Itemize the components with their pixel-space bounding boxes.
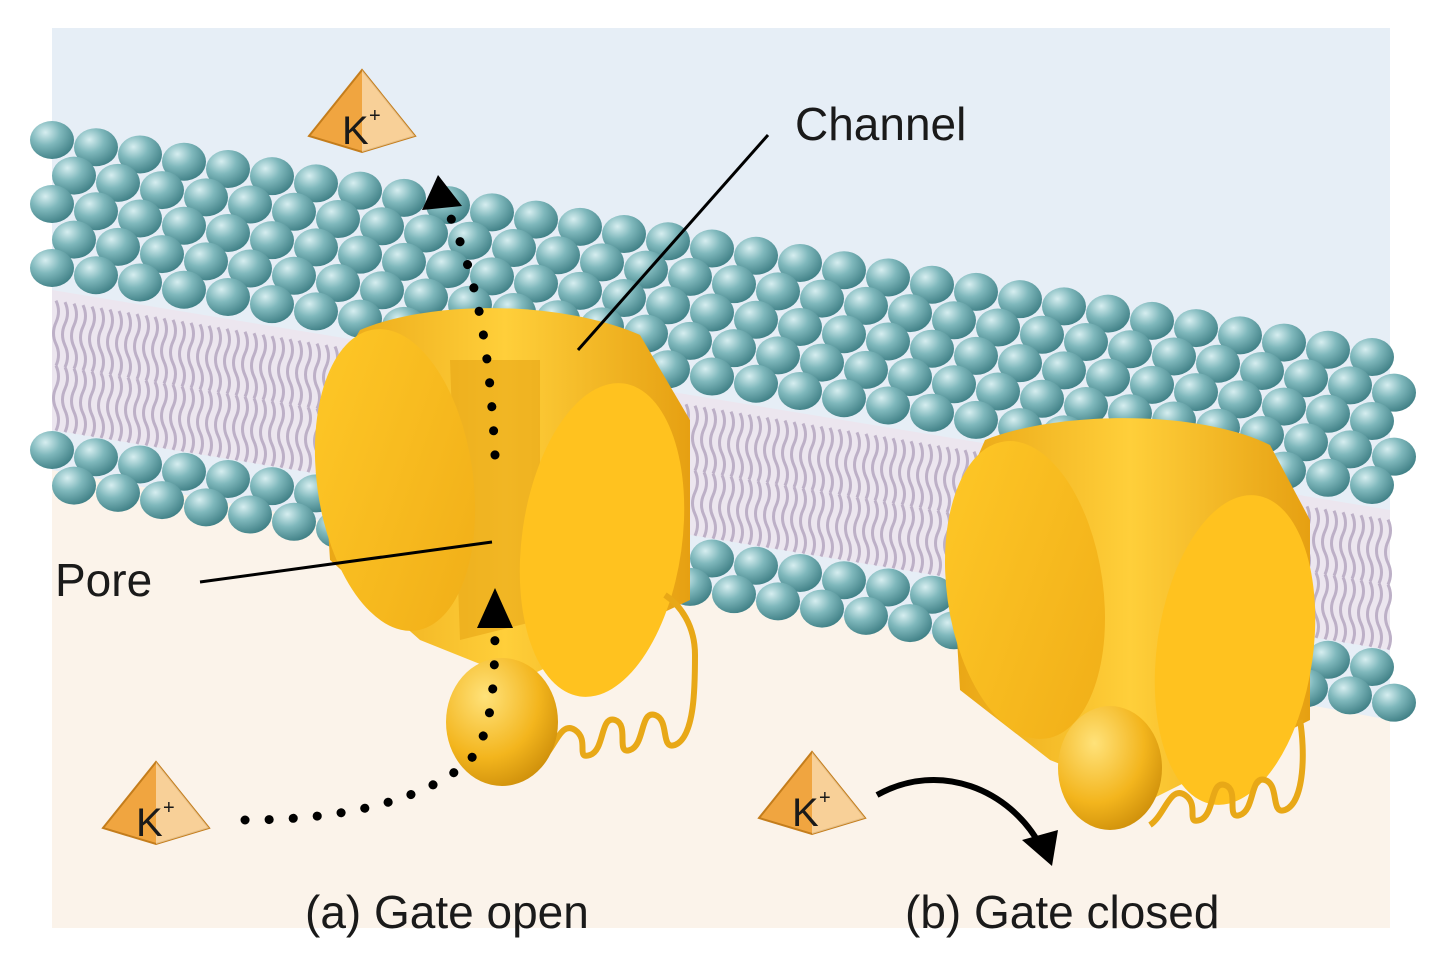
ion-charge: + — [163, 797, 175, 819]
ion-symbol: K — [342, 109, 369, 153]
gate-tether — [1148, 719, 1306, 828]
right-subunit — [519, 383, 685, 697]
channel-label: Channel — [795, 98, 966, 150]
gate-ball-blocking — [1058, 706, 1162, 830]
channel-leader-line — [576, 134, 770, 351]
ion-charge: + — [819, 787, 831, 809]
deflect-arrowhead — [1022, 830, 1058, 866]
deflect-arrow — [875, 777, 1043, 847]
k-ion-left: K + — [101, 760, 211, 846]
ion-path-arrowhead-lower — [477, 588, 513, 628]
right-subunit — [1154, 495, 1316, 805]
closed-channel-protein — [944, 418, 1316, 830]
pore-leader-line — [199, 540, 493, 584]
ion-symbol: K — [792, 791, 819, 835]
k-ion-right: K + — [757, 750, 867, 836]
ion-path-dotted-lower — [240, 610, 500, 825]
gate-tether — [538, 592, 699, 763]
k-ion-top: K + — [307, 68, 417, 154]
pore-label: Pore — [55, 554, 152, 606]
pore-interior — [450, 360, 540, 640]
ion-charge: + — [369, 105, 381, 127]
gate-ball — [446, 658, 558, 786]
left-subunit — [944, 441, 1106, 739]
ion-path-arrowhead-upper — [422, 175, 462, 210]
gate-closed-caption: (b) Gate closed — [905, 886, 1219, 938]
ion-symbol: K — [136, 801, 163, 845]
open-channel-protein — [314, 308, 699, 786]
gate-open-caption: (a) Gate open — [305, 886, 589, 938]
left-subunit — [314, 329, 476, 631]
